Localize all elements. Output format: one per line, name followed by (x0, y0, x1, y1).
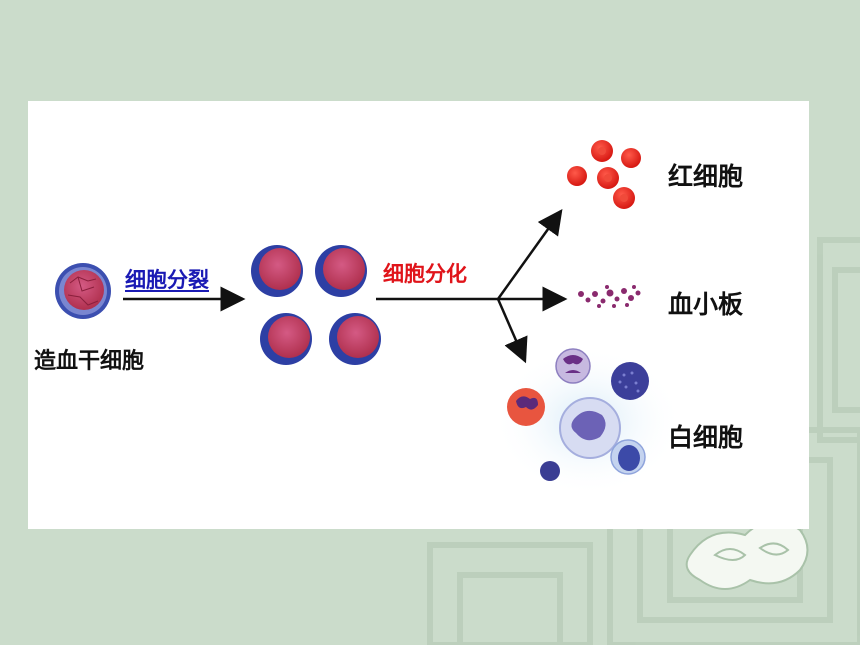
daughter-cell-icon (260, 313, 312, 365)
white-blood-cell-label: 白细胞 (668, 423, 744, 452)
cloud-ornament-icon (685, 520, 809, 590)
arrow-to-white-cells (496, 298, 528, 364)
stem-cell-label: 造血干细胞 (34, 349, 145, 374)
hematopoiesis-diagram (55, 140, 683, 496)
division-label: 细胞分裂 (125, 268, 209, 292)
platelet-label: 血小板 (668, 290, 744, 319)
diagram-panel: 造血干细胞 细胞分裂 细胞分化 红细胞 血小板 白细胞 (28, 101, 809, 529)
platelets-icon (578, 285, 641, 308)
differentiation-label: 细胞分化 (383, 262, 467, 286)
red-blood-cells-icon (567, 140, 641, 209)
white-blood-cells-icon (493, 346, 683, 496)
daughter-cell-icon (251, 245, 303, 297)
arrow-to-red-cells (496, 208, 563, 300)
daughter-cell-icon (329, 313, 381, 365)
stem-cell-icon (55, 263, 111, 319)
red-blood-cell-label: 红细胞 (668, 162, 744, 191)
daughter-cell-icon (315, 245, 367, 297)
